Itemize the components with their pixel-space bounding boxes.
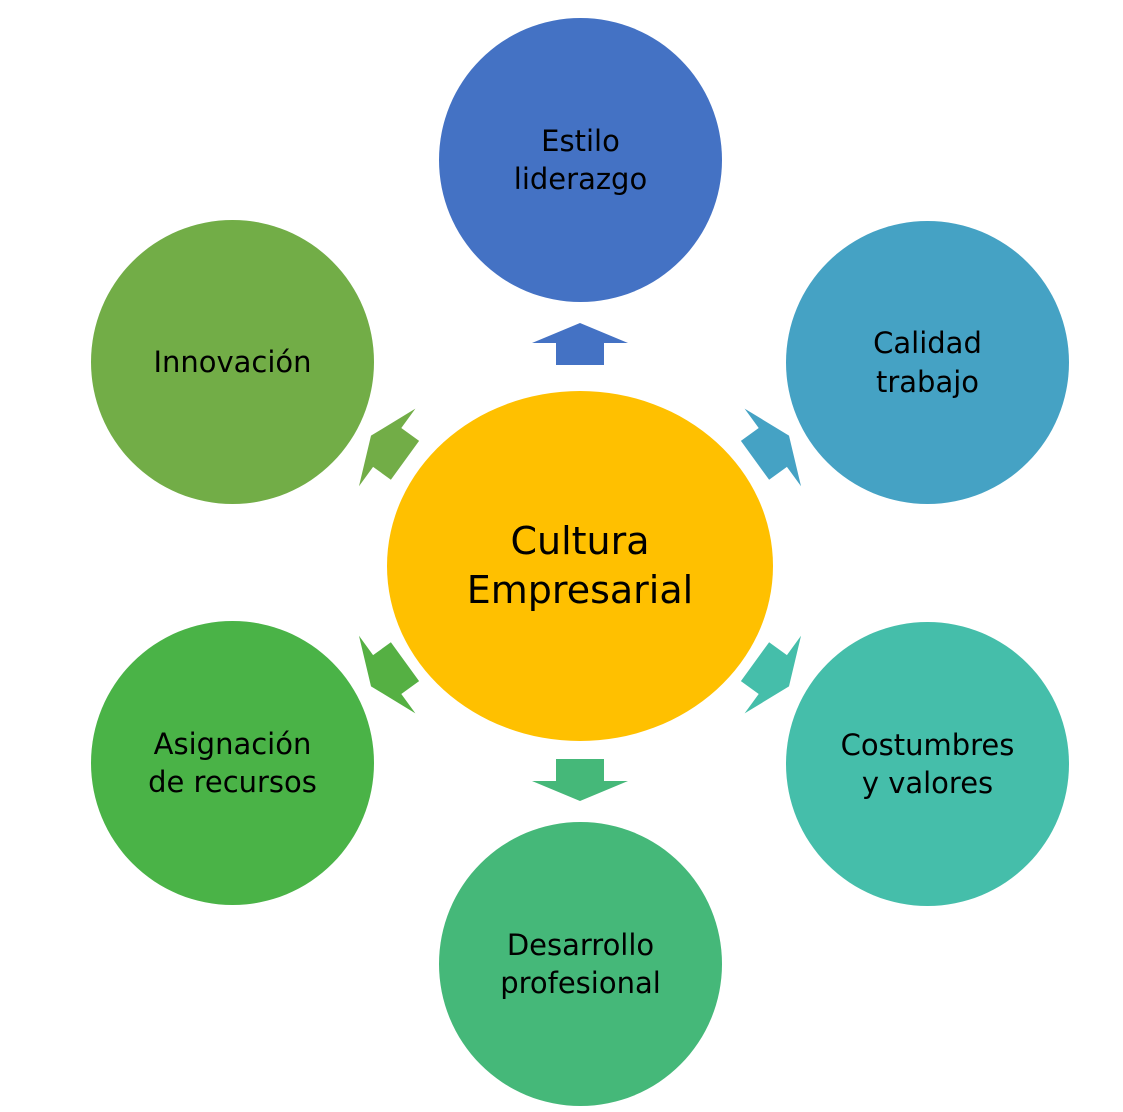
node-innovacion: Innovación	[91, 220, 374, 504]
node-calidad-trabajo: Calidad trabajo	[786, 221, 1069, 504]
arrow-shape	[532, 759, 628, 801]
arrow-shape	[358, 635, 420, 714]
node-label: Costumbres y valores	[840, 727, 1015, 800]
node-label: Asignación de recursos	[148, 726, 317, 799]
node-label: Desarrollo profesional	[500, 927, 661, 1000]
node-desarrollo-profesional: Desarrollo profesional	[439, 822, 722, 1106]
arrow-to-estilo	[532, 323, 628, 365]
center-node-cultura-empresarial: Cultura Empresarial	[387, 391, 773, 741]
node-estilo-liderazgo: Estilo liderazgo	[439, 18, 722, 302]
node-label: Innovación	[153, 344, 312, 379]
node-label: Calidad trabajo	[873, 326, 982, 399]
node-costumbres-valores: Costumbres y valores	[786, 622, 1069, 906]
node-asignacion-recursos: Asignación de recursos	[91, 621, 374, 905]
arrow-shape	[740, 635, 802, 714]
arrow-to-calidad	[740, 408, 802, 487]
arrow-shape	[532, 323, 628, 365]
node-label: Estilo liderazgo	[513, 123, 648, 196]
arrow-shape	[358, 408, 420, 487]
arrow-to-desarrollo	[532, 759, 628, 801]
arrow-to-costumbres	[740, 635, 802, 714]
arrow-shape	[740, 408, 802, 487]
center-label: Cultura Empresarial	[466, 518, 694, 612]
arrow-to-asignacion	[358, 635, 420, 714]
arrow-to-innovacion	[358, 408, 420, 487]
